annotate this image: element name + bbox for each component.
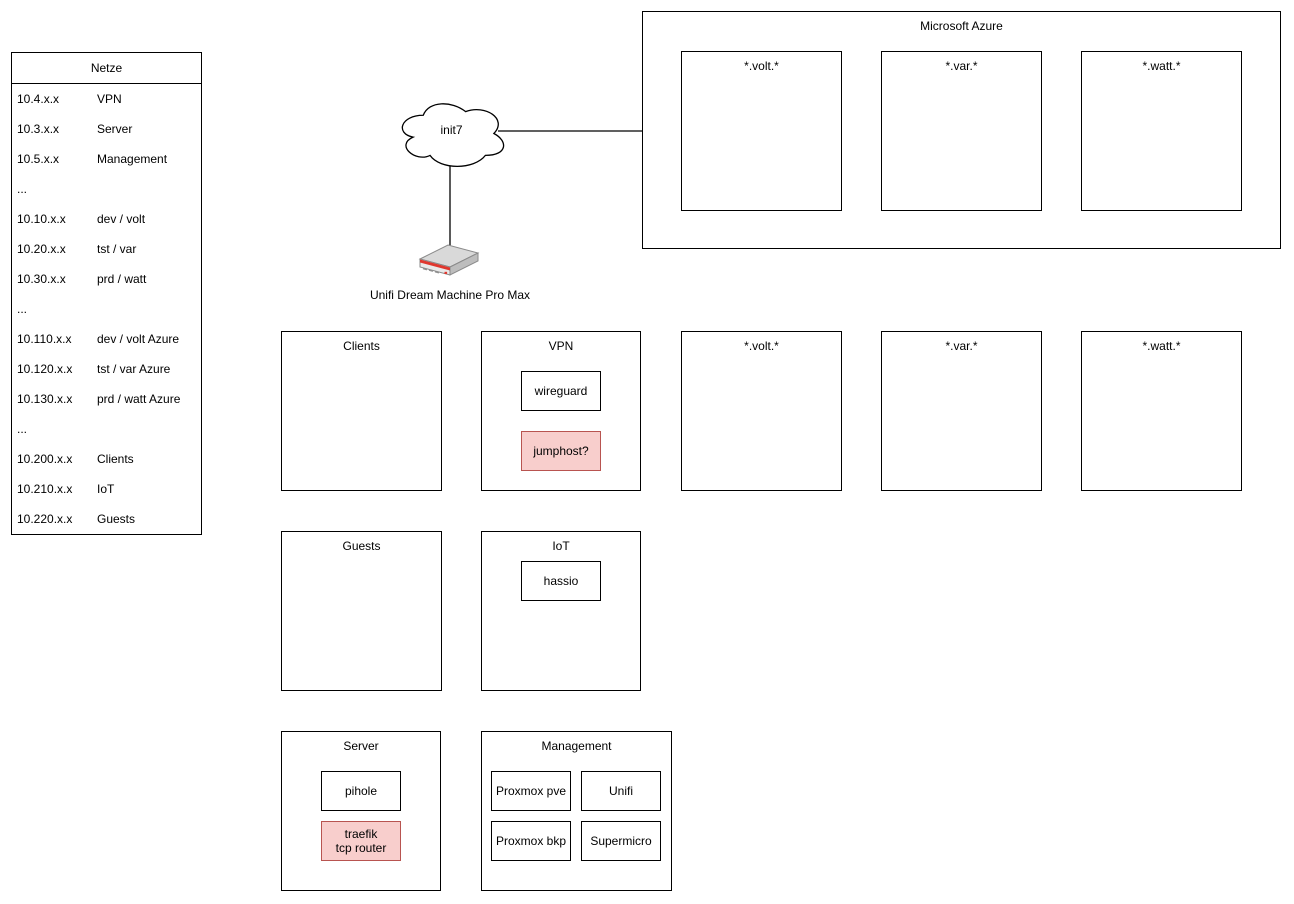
network-box-watt: *.watt.* [1081, 331, 1242, 491]
network-box-guests: Guests [281, 531, 442, 691]
network-box-management: Management [481, 731, 672, 891]
node-traefik-label-line2: tcp router [335, 841, 387, 855]
network-box-server: Server [281, 731, 441, 891]
network-box-guests-title: Guests [342, 539, 381, 553]
netze-row: 10.110.x.x dev / volt Azure [12, 324, 201, 354]
azure-zone-watt: *.watt.* [1081, 51, 1242, 211]
node-supermicro: Supermicro [581, 821, 661, 861]
netze-row: 10.5.x.x Management [12, 144, 201, 174]
network-box-vpn-title: VPN [548, 339, 574, 353]
azure-zone-volt-label: *.volt.* [744, 59, 779, 73]
netze-label: tst / var [97, 242, 137, 256]
netze-row: ... [12, 414, 201, 444]
netze-table-title: Netze [12, 53, 201, 84]
node-pihole-label: pihole [344, 784, 378, 798]
netze-ip: 10.120.x.x [17, 362, 73, 376]
node-traefik-label-line1: traefik [344, 827, 378, 841]
netze-label: prd / watt [97, 272, 147, 286]
netze-label: VPN [97, 92, 122, 106]
azure-zone-volt: *.volt.* [681, 51, 842, 211]
network-box-var: *.var.* [881, 331, 1042, 491]
network-box-clients-title: Clients [343, 339, 380, 353]
node-jumphost: jumphost? [521, 431, 601, 471]
netze-ip: ... [17, 422, 28, 436]
netze-ip: 10.10.x.x [17, 212, 66, 226]
network-box-volt-title: *.volt.* [744, 339, 779, 353]
network-box-watt-title: *.watt.* [1142, 339, 1181, 353]
node-proxmox-pve: Proxmox pve [491, 771, 571, 811]
netze-ip: 10.4.x.x [17, 92, 60, 106]
router-red-stripe [420, 259, 450, 271]
netze-label: IoT [97, 482, 115, 496]
node-hassio: hassio [521, 561, 601, 601]
udm-router-icon [418, 244, 480, 276]
azure-zone-watt-label: *.watt.* [1142, 59, 1181, 73]
netze-label [97, 174, 201, 204]
netze-row: 10.30.x.x prd / watt [12, 264, 201, 294]
netze-row: 10.200.x.x Clients [12, 444, 201, 474]
internet-cloud-icon [401, 103, 505, 167]
network-box-server-title: Server [343, 739, 379, 753]
udm-router-label: Unifi Dream Machine Pro Max [369, 288, 531, 302]
netze-label: dev / volt Azure [97, 332, 180, 346]
netze-ip: 10.200.x.x [17, 452, 73, 466]
netze-label: Clients [97, 452, 134, 466]
netze-row: ... [12, 174, 201, 204]
netze-row: 10.130.x.x prd / watt Azure [12, 384, 201, 414]
netze-label: prd / watt Azure [97, 392, 181, 406]
netze-ip: 10.5.x.x [17, 152, 60, 166]
netze-ip: 10.130.x.x [17, 392, 73, 406]
node-proxmox-bkp-label: Proxmox bkp [495, 834, 567, 848]
netze-row: 10.220.x.x Guests [12, 504, 201, 534]
netze-label: Guests [97, 512, 136, 526]
network-box-iot-title: IoT [552, 539, 570, 553]
netze-row: ... [12, 294, 201, 324]
netze-label [97, 294, 201, 324]
netze-row: 10.3.x.x Server [12, 114, 201, 144]
netze-row: 10.120.x.x tst / var Azure [12, 354, 201, 384]
network-box-management-title: Management [541, 739, 612, 753]
node-supermicro-label: Supermicro [590, 834, 652, 848]
network-box-clients: Clients [281, 331, 442, 491]
netze-ip: 10.210.x.x [17, 482, 73, 496]
netze-ip: ... [17, 302, 28, 316]
azure-zone-var: *.var.* [881, 51, 1042, 211]
netze-label [97, 414, 201, 444]
netze-row: 10.210.x.x IoT [12, 474, 201, 504]
netze-label: Management [97, 152, 168, 166]
node-wireguard: wireguard [521, 371, 601, 411]
netze-ip: 10.20.x.x [17, 242, 66, 256]
netze-ip: 10.220.x.x [17, 512, 73, 526]
node-jumphost-label: jumphost? [533, 444, 589, 458]
network-box-volt: *.volt.* [681, 331, 842, 491]
node-pihole: pihole [321, 771, 401, 811]
node-wireguard-label: wireguard [534, 384, 588, 398]
netze-ip: 10.110.x.x [17, 332, 72, 346]
node-proxmox-bkp: Proxmox bkp [491, 821, 571, 861]
azure-zone-var-label: *.var.* [945, 59, 978, 73]
node-traefik: traefik tcp router [321, 821, 401, 861]
netze-label: dev / volt [97, 212, 146, 226]
netze-row: 10.20.x.x tst / var [12, 234, 201, 264]
netze-ip: 10.30.x.x [17, 272, 66, 286]
netze-table: Netze 10.4.x.x VPN 10.3.x.x Server 10.5.x.… [11, 52, 202, 535]
node-hassio-label: hassio [543, 574, 579, 588]
netze-row: 10.4.x.x VPN [12, 84, 201, 114]
netze-ip: ... [17, 182, 28, 196]
azure-title: Microsoft Azure [920, 19, 1003, 33]
node-proxmox-pve-label: Proxmox pve [495, 784, 567, 798]
netze-label: Server [97, 122, 133, 136]
netze-label: tst / var Azure [97, 362, 171, 376]
netze-row: 10.10.x.x dev / volt [12, 204, 201, 234]
network-box-var-title: *.var.* [945, 339, 978, 353]
node-unifi: Unifi [581, 771, 661, 811]
network-box-iot: IoT [481, 531, 641, 691]
netze-ip: 10.3.x.x [17, 122, 60, 136]
node-unifi-label: Unifi [608, 784, 633, 798]
internet-cloud-label: init7 [440, 123, 463, 137]
